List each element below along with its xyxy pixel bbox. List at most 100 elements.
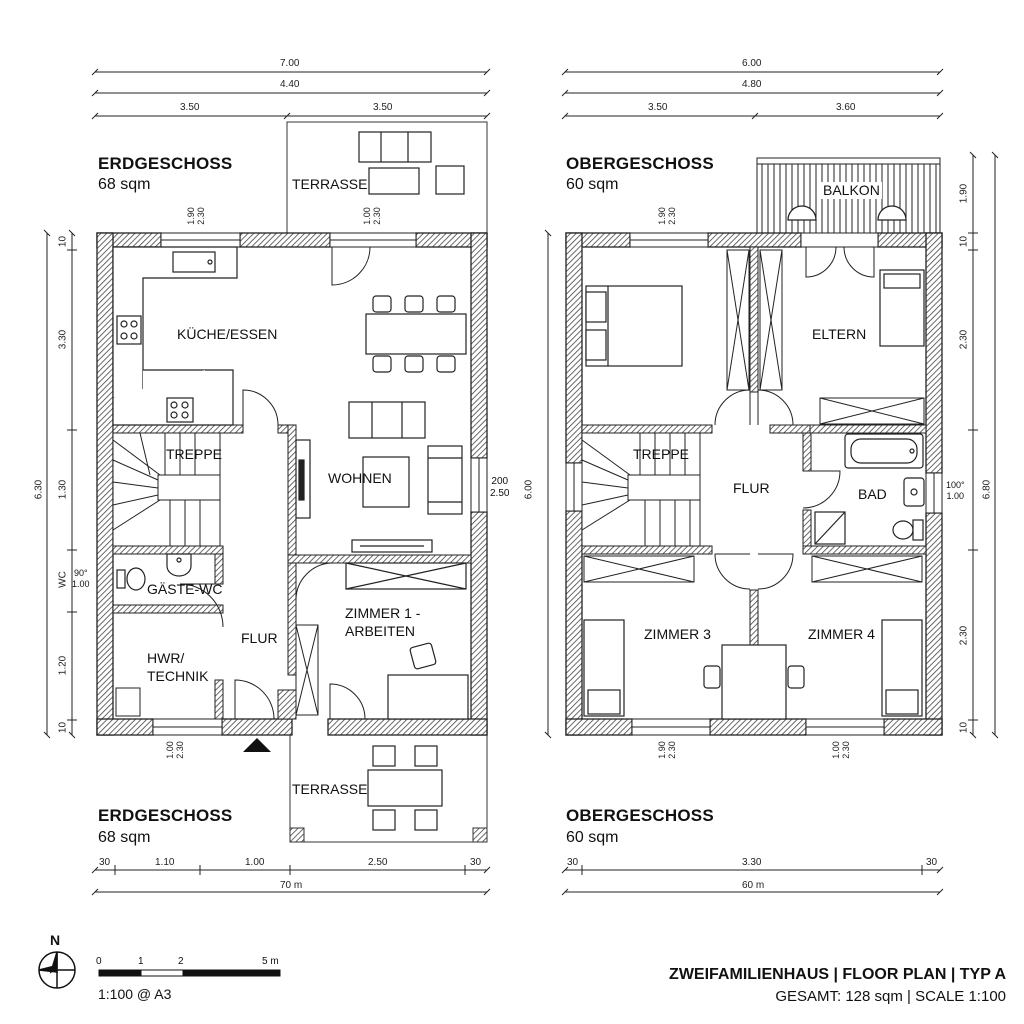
dim-upper-right-s4: 2.30 [958,625,970,646]
dim-upper-right-s1: 1.90 [958,183,970,204]
kids-room-furniture-icon [583,619,923,720]
room-label-zimmer3: ZIMMER 3 [644,626,711,642]
room-label-technik: TECHNIK [147,668,209,684]
dim-ground-left-s2: 3.30 [57,329,69,350]
dim-upper-bottom-total: 60 m [742,880,765,891]
dim-ground-bottom-2: 1.10 [155,857,175,868]
north-label: N [50,932,61,948]
dim-ground-bottom-1: 30 [99,857,111,868]
room-label-zimmer4: ZIMMER 4 [808,626,875,642]
upper-right-dimensions [544,151,999,739]
window-mark-upper-2: 100°1.00 [946,480,965,501]
dim-ground-bottom-4: 2.50 [368,857,388,868]
terrace-dining-icon [367,745,443,831]
dim-ground-top-left: 3.50 [180,102,200,113]
balcony-chairs-icon [787,205,907,221]
living-furniture-icon [295,401,463,553]
dim-ground-left-s4: WC [57,571,69,588]
upper-doors [714,246,875,590]
master-bed-icon [585,285,683,367]
dim-ground-left-s5: 1.20 [57,655,69,676]
room-label-wohnen: WOHNEN [328,470,392,486]
dim-ground-left-s3: 1.30 [57,479,69,500]
guest-toilet-icon [116,553,192,591]
north-arrow-icon [38,951,76,989]
dim-ground-top-inner: 4.40 [280,79,300,90]
dim-ground-top-total: 7.00 [280,58,300,69]
dim-upper-right-s2: 10 [958,235,970,248]
ground-windows [152,232,488,736]
dim-ground-left-total: 6.30 [33,479,45,500]
ground-floor-area: 68 sqm [98,176,151,193]
room-label-arbeiten: ARBEITEN [345,623,416,639]
ground-interior-walls [112,424,472,720]
lounge-furniture-icon [358,131,465,195]
room-label-eltern: ELTERN [812,326,867,342]
ground-doors [179,246,371,720]
ground-left-dimensions [43,229,77,739]
upper-floor-heading-bottom: OBERGESCHOSS [566,806,714,825]
dim-upper-right-s5: 10 [958,721,970,734]
room-label-flur-ground: FLUR [241,630,278,646]
title-block-main: ZWEIFAMILIENHAUS | FLOOR PLAN | TYP A [669,966,1006,983]
scale-bar [98,969,281,977]
room-label-flur-upper: FLUR [733,480,770,496]
scale-tick-2: 2 [178,956,184,967]
ground-bottom-dimensions [91,865,491,896]
scale-tick-0: 0 [96,956,102,967]
title-block-sub: GESAMT: 128 sqm | SCALE 1:100 [775,988,1006,1005]
ground-floor-heading: ERDGESCHOSS [98,154,233,173]
upper-top-dimensions [561,68,944,120]
ground-floor-plan [43,68,491,896]
office-furniture-icon [345,562,469,720]
dim-ground-top-right: 3.50 [373,102,393,113]
scale-tick-5: 5 m [262,956,279,967]
dim-ground-bottom-5: 30 [470,857,482,868]
technik-unit-icon [115,687,141,717]
dim-upper-bottom-1: 30 [567,857,579,868]
entrance-arrow-icon [243,738,271,752]
room-label-gaeste-wc: GÄSTE-WC [147,581,223,597]
room-label-treppe-upper: TREPPE [633,446,690,462]
dim-upper-top-left: 3.50 [648,102,668,113]
dining-table-icon [365,295,467,373]
room-label-zimmer1: ZIMMER 1 - [345,605,421,621]
room-label-terrasse-top: TERRASSE [292,176,368,192]
dim-upper-bottom-2: 3.30 [742,857,762,868]
room-label-kueche: KÜCHE/ESSEN [177,326,278,342]
upper-staircase-icon [581,432,701,547]
ground-exterior-walls [96,232,488,736]
ground-floor-heading-bottom: ERDGESCHOSS [98,806,233,825]
dim-upper-bottom-3: 30 [926,857,938,868]
room-label-hwr: HWR/ [147,650,185,666]
ground-staircase-icon [112,432,221,547]
terrace-bottom-ground [289,735,488,843]
bathroom-fixtures-icon [814,433,925,545]
upper-floor-area: 60 sqm [566,176,619,193]
upper-windows [565,232,943,736]
upper-floor-area-bottom: 60 sqm [566,829,619,846]
dim-ground-bottom-3: 1.00 [245,857,265,868]
dim-ground-left-s1: 10 [57,235,69,248]
dim-upper-top-total: 6.00 [742,58,762,69]
room-label-treppe-ground: TREPPE [166,446,223,462]
scale-tick-1: 1 [138,956,144,967]
room-label-bad: BAD [858,486,887,502]
upper-floor-plan [544,68,999,896]
dim-upper-left-total: 6.00 [523,479,535,500]
room-label-terrasse-bottom: TERRASSE [292,781,368,797]
upper-wardrobes-icon [583,249,925,583]
ground-floor-area-bottom: 68 sqm [98,829,151,846]
parents-bed-icon [879,269,925,347]
dim-upper-right-s3: 2.30 [958,329,970,350]
dim-ground-bottom-total: 70 m [280,880,303,891]
kitchen-counter-icon [112,246,238,426]
